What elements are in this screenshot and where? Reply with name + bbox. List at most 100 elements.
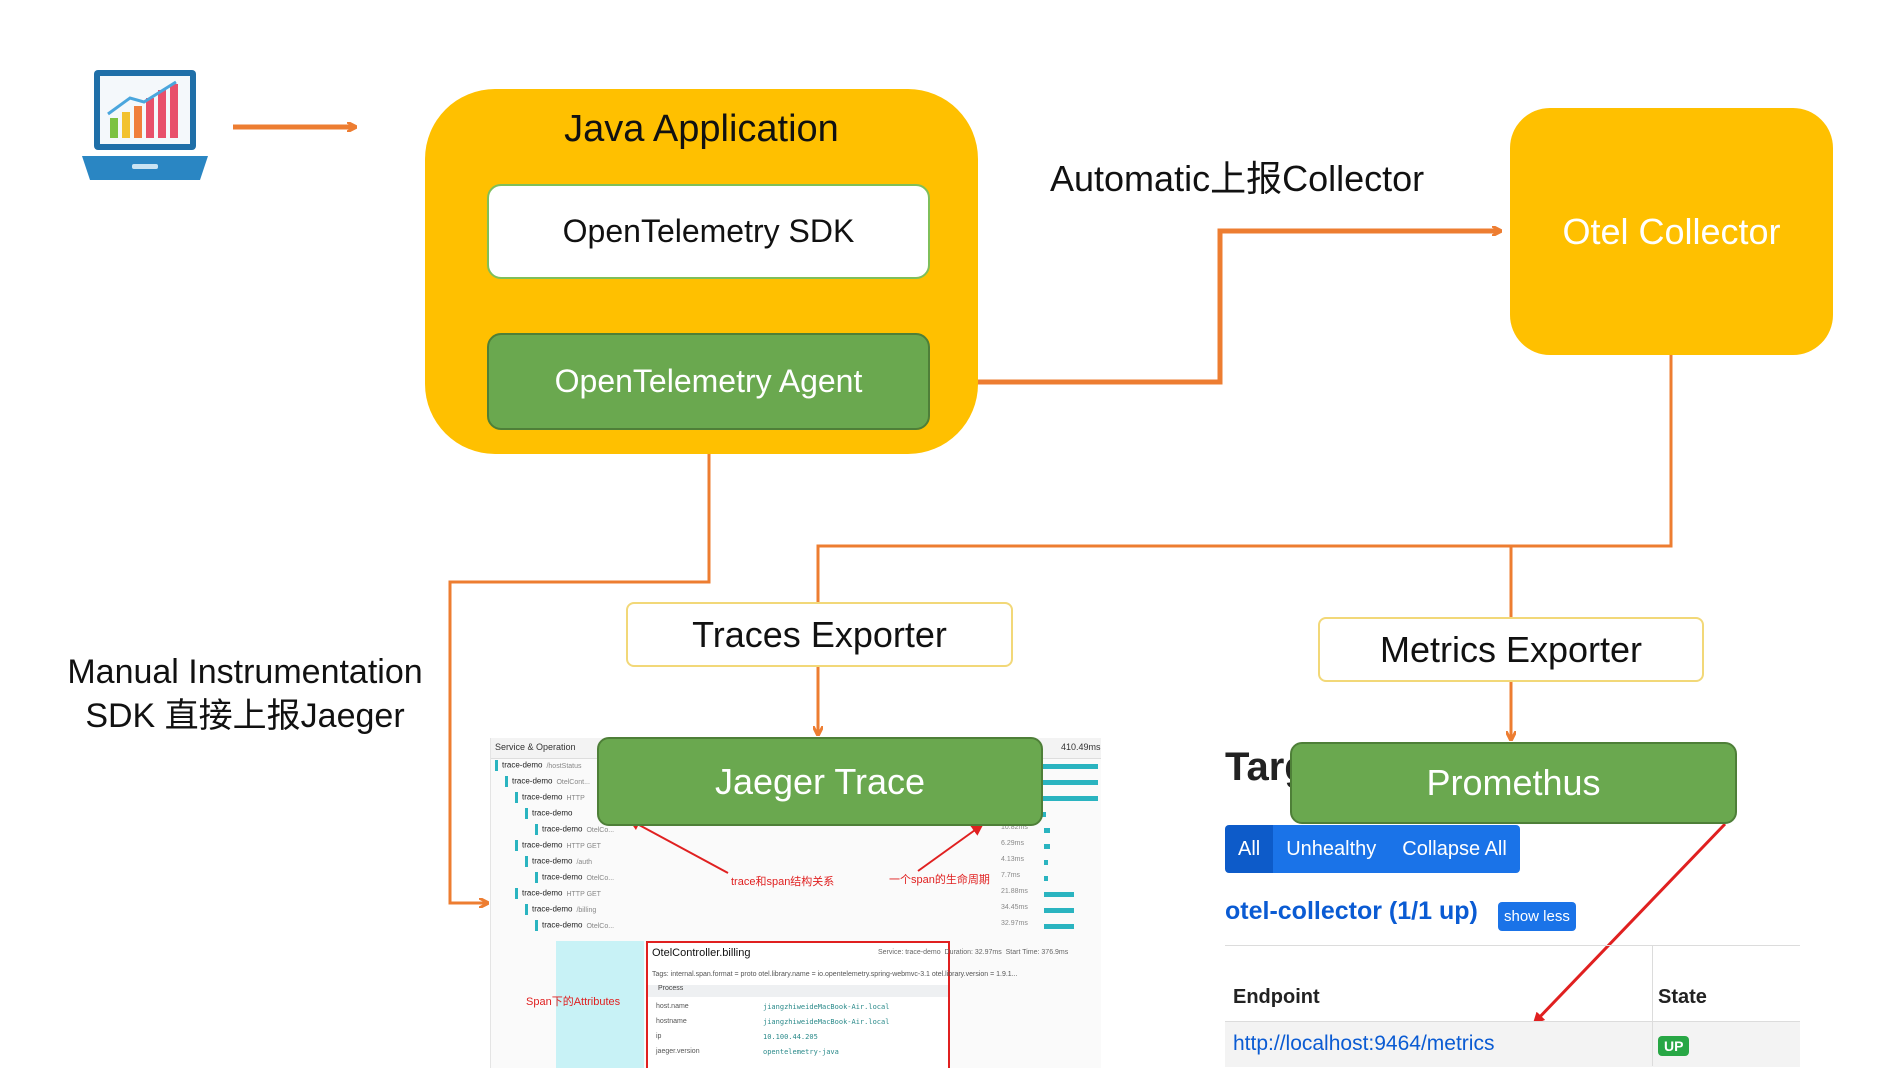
- span-timeline-bar: [1044, 844, 1050, 849]
- span-service-name: trace-demo: [532, 856, 573, 866]
- lifecycle-note: 一个span的生命周期: [889, 874, 990, 886]
- endpoint-arrow: [1532, 822, 1727, 1025]
- manual-label-line1: Manual Instrumentation: [67, 653, 423, 691]
- filter-all-button[interactable]: All: [1225, 825, 1274, 873]
- span-timeline-bar: [1044, 892, 1074, 897]
- attributes-note: Span下的Attributes: [526, 996, 621, 1008]
- span-color-bar: [535, 824, 538, 835]
- prometheus-box: Promethus: [1290, 742, 1737, 824]
- process-label: Process: [658, 985, 684, 992]
- span-service-name: trace-demo: [532, 904, 573, 914]
- span-color-bar: [525, 904, 528, 915]
- span-duration-label: 10.82ms: [1001, 824, 1028, 831]
- span-service-name: trace-demo: [522, 888, 563, 898]
- span-service-name: trace-demo: [522, 792, 563, 802]
- span-timeline-bar: [1044, 908, 1074, 913]
- span-operation-name: OtelCo...: [586, 874, 615, 882]
- span-service-name: trace-demo: [532, 808, 573, 818]
- span-duration-label: 4.13ms: [1001, 856, 1024, 863]
- process-key: host.name: [656, 1003, 689, 1010]
- span-duration-label: 7.7ms: [1001, 872, 1021, 879]
- span-detail-meta: Service: trace-demo Duration: 32.97ms St…: [878, 949, 1068, 956]
- otel-collector-box: Otel Collector: [1510, 108, 1833, 355]
- arrow-manual-to-jaeger: [448, 430, 711, 903]
- span-duration-label: 6.29ms: [1001, 840, 1024, 847]
- span-detail-panel: OtelController.billing Service: trace-de…: [646, 941, 1068, 1068]
- collapse-all-button[interactable]: Collapse All: [1389, 825, 1520, 873]
- span-service-name: trace-demo: [542, 872, 583, 882]
- process-key: jaeger.version: [656, 1048, 700, 1055]
- process-header: Process: [648, 985, 948, 997]
- span-color-bar: [535, 872, 538, 883]
- span-duration-label: 21.88ms: [1001, 888, 1028, 895]
- span-duration-label: 32.97ms: [1001, 920, 1028, 927]
- span-color-bar: [505, 776, 508, 787]
- table-row: [1225, 1021, 1800, 1067]
- state-up-badge: UP: [1658, 1036, 1690, 1056]
- process-value: jiangzhiweideMacBook-Air.local: [763, 1003, 890, 1011]
- span-operation-name: OtelCont...: [556, 778, 590, 786]
- metrics-exporter-box: Metrics Exporter: [1318, 617, 1704, 682]
- span-service: Service: trace-demo: [878, 949, 941, 956]
- opentelemetry-agent-box: OpenTelemetry Agent: [487, 333, 930, 430]
- structure-note: trace和span结构关系: [731, 876, 835, 888]
- target-filter-buttons: All Unhealthy Collapse All: [1225, 825, 1520, 873]
- span-duration: Duration: 32.97ms: [944, 949, 1002, 956]
- filter-unhealthy-button[interactable]: Unhealthy: [1273, 825, 1390, 873]
- automatic-report-label: Automatic上报Collector: [1050, 158, 1425, 199]
- span-operation-name: OtelCo...: [586, 922, 615, 930]
- span-start: Start Time: 376.9ms: [1005, 949, 1069, 956]
- span-color-bar: [525, 808, 528, 819]
- structure-arrow: [628, 819, 729, 874]
- endpoint-column-header: Endpoint: [1233, 986, 1320, 1008]
- jaeger-trace-box: Jaeger Trace: [597, 737, 1043, 826]
- span-operation-name: HTTP: [566, 794, 585, 802]
- endpoint-link[interactable]: http://localhost:9464/metrics: [1233, 1032, 1495, 1055]
- span-operation-name: /billing: [576, 906, 597, 914]
- span-timeline-bar: [1044, 876, 1048, 881]
- process-value: opentelemetry-java: [763, 1048, 839, 1056]
- targets-table: Endpoint State http://localhost:9464/met…: [1225, 945, 1800, 1067]
- span-color-bar: [535, 920, 538, 931]
- total-duration: 410.49ms: [1061, 742, 1101, 752]
- span-service-name: trace-demo: [542, 824, 583, 834]
- process-key: hostname: [656, 1018, 687, 1025]
- span-timeline-bar: [1044, 924, 1074, 929]
- show-less-button[interactable]: show less: [1498, 902, 1576, 931]
- span-detail-title: OtelController.billing: [652, 947, 751, 959]
- traces-exporter-box: Traces Exporter: [626, 602, 1013, 667]
- process-key: ip: [656, 1033, 662, 1040]
- manual-instrumentation-label: Manual Instrumentation SDK 直接上报Jaeger: [50, 650, 440, 738]
- span-color-bar: [495, 760, 498, 771]
- lifecycle-arrow: [917, 823, 984, 872]
- span-row[interactable]: trace-demo/auth: [525, 856, 592, 872]
- span-operation-name: HTTP GET: [566, 890, 601, 898]
- span-timeline-bar: [1036, 780, 1098, 785]
- span-timeline-bar: [1036, 796, 1098, 801]
- span-color-bar: [525, 856, 528, 867]
- span-timeline-bar: [1044, 860, 1048, 865]
- otel-collector-job-link[interactable]: otel-collector (1/1 up): [1225, 897, 1478, 925]
- span-row[interactable]: trace-demo/billing: [525, 904, 596, 920]
- span-service-name: trace-demo: [522, 840, 563, 850]
- manual-label-line2: SDK 直接上报Jaeger: [85, 697, 405, 735]
- state-column-header: State: [1658, 986, 1707, 1008]
- span-color-bar: [515, 840, 518, 851]
- laptop-chart-icon: [82, 70, 208, 180]
- java-application-title: Java Application: [564, 108, 839, 150]
- span-row[interactable]: trace-demo/hostStatus: [495, 760, 582, 776]
- process-value: 10.100.44.205: [763, 1033, 818, 1041]
- opentelemetry-sdk-box: OpenTelemetry SDK: [487, 184, 930, 279]
- process-value: jiangzhiweideMacBook-Air.local: [763, 1018, 890, 1026]
- span-row[interactable]: trace-demo: [525, 808, 576, 824]
- span-service-name: trace-demo: [512, 776, 553, 786]
